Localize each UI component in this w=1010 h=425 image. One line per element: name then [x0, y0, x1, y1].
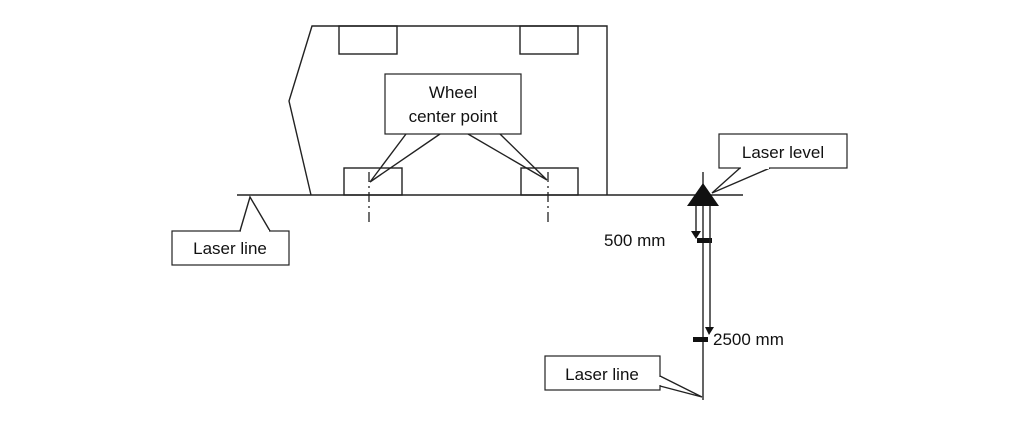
- marker-2500: [693, 337, 708, 342]
- marker-500: [697, 238, 712, 243]
- upper-right-wheel-box: [519, 25, 579, 55]
- callout-box: [718, 133, 848, 169]
- laser-level: [687, 172, 719, 400]
- distance-500-label: 500 mm: [604, 231, 665, 250]
- lower-right-wheel-box: [520, 167, 579, 196]
- callout-box: [384, 73, 522, 135]
- wheel-center-callout: Wheel center point: [369, 73, 548, 183]
- lower-left-wheel-box: [343, 167, 403, 196]
- laser-line-label-left: Laser line: [193, 239, 267, 258]
- callout-pointer: [711, 167, 771, 194]
- callout-box: [544, 355, 661, 391]
- wheel-center-label-line2: center point: [409, 107, 498, 126]
- upper-left-wheel-box: [338, 25, 398, 55]
- callout-pointer: [239, 195, 271, 232]
- laser-line-callout-bottom: Laser line: [544, 355, 703, 398]
- callout-pointer: [659, 375, 703, 398]
- laser-level-triangle-icon: [687, 183, 719, 206]
- laser-line-callout-left: Laser line: [171, 195, 290, 266]
- callout-pointer-left: [369, 133, 441, 183]
- callout-box: [171, 230, 290, 266]
- laser-level-label: Laser level: [742, 143, 824, 162]
- callout-pointer-right: [467, 133, 548, 181]
- arrow-500-head-icon: [691, 231, 701, 239]
- vehicle-outline: [288, 25, 608, 196]
- laser-line-label-bottom: Laser line: [565, 365, 639, 384]
- wheel-center-label-line1: Wheel: [429, 83, 477, 102]
- distance-2500-label: 2500 mm: [713, 330, 784, 349]
- arrow-2500-head-icon: [705, 327, 714, 335]
- laser-level-callout: Laser level: [711, 133, 848, 194]
